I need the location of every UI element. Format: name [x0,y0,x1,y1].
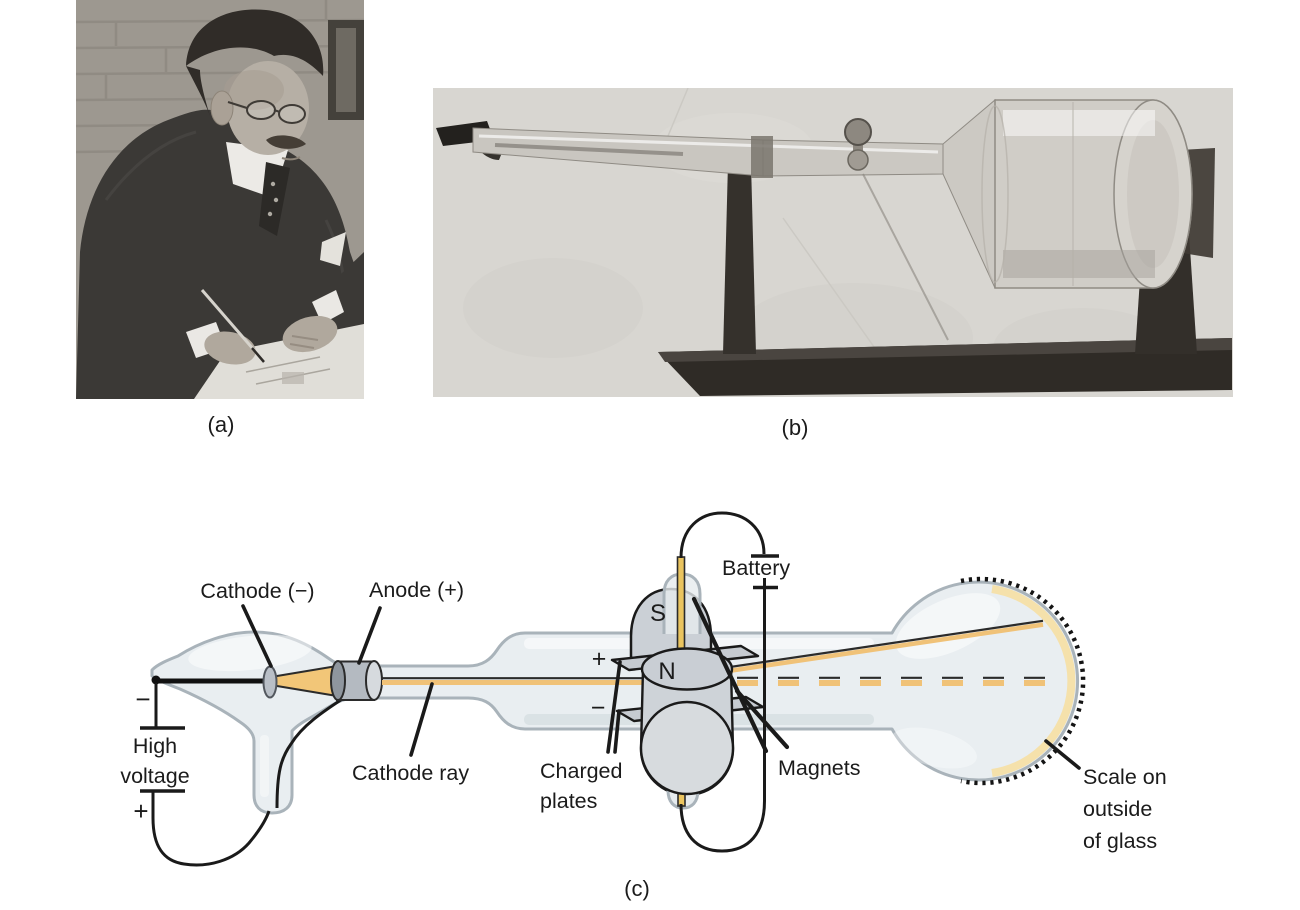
scale-band [991,585,1076,777]
magnets-label: Magnets [778,756,861,780]
caption-b: (b) [781,415,809,440]
caption-c: (c) [624,876,650,901]
head [186,9,324,161]
photo-jj-thomson-graphic [76,0,364,399]
cathode-ray-label: Cathode ray [352,761,470,785]
cathode-label: Cathode (−) [200,579,315,603]
battery-label: Battery [722,556,791,580]
undeflected-path-dashed [737,676,1053,686]
photo-jj-thomson [76,0,364,399]
pocket-square [320,232,346,266]
high-voltage-line2: voltage [120,764,190,788]
left-support [723,163,756,354]
cuff [312,290,344,324]
pen [200,289,256,351]
charged-plates-line1: Charged [540,759,623,783]
glasses [227,100,306,124]
picture-frame [328,20,364,120]
right-arm [282,252,364,353]
photo-original-tube-graphic [433,88,1233,397]
plate-plus-sign: + [591,645,607,673]
magnet-n-label: N [658,658,676,685]
stopcock [844,118,872,171]
magnet-s-pointer [691,596,769,754]
photo-original-tube [433,88,1233,397]
anode-pointer [357,606,382,665]
charged-plates-line2: plates [540,789,598,813]
hand [282,315,338,353]
ear [210,90,234,126]
cathode-pointer [241,604,273,668]
upper-electrode-wire [676,556,686,656]
hv-plus-sign: + [133,796,149,826]
charged-plates-label: Charged plates [540,756,622,816]
high-voltage-label: High voltage [105,731,205,791]
scale-dots [960,576,1086,786]
scale-pointer [1044,739,1081,770]
caption-a: (a) [207,412,235,437]
scale-line1: Scale on [1083,765,1167,789]
scale-line2: outside [1083,797,1153,821]
magnet-s-label: S [649,600,666,627]
mustache [266,135,306,149]
internal-lead-wire [275,694,348,809]
anode-label: Anode (+) [368,578,465,602]
deflected-beam [703,619,1044,677]
magnet-n-pole [639,647,735,810]
charged-plate-bottom-pointer [613,709,621,754]
high-voltage-line1: High [132,734,178,758]
cathode-disc [262,665,278,699]
scale-label: Scale on outside of glass [1083,761,1167,857]
tube-tip-seal [151,675,161,685]
hv-minus-sign: − [135,684,151,714]
scale-line3: of glass [1083,829,1158,853]
glass-tube [436,98,1193,341]
hair [186,9,324,77]
hand [204,331,256,365]
tie [259,162,290,236]
anode-cylinder [330,660,383,701]
cathode-ray-pointer [409,682,434,757]
plate-minus-sign: − [590,694,606,722]
charged-plate-top-pointer [606,660,622,754]
high-voltage-circuit [140,683,271,867]
battery-circuit [679,511,779,853]
writing-hand [186,289,265,365]
pointer-lines [241,596,1081,770]
magnet-n-pointer [734,688,790,750]
wooden-base [658,338,1232,396]
cathode-ray-beam [382,677,648,685]
magnet-n-front-face [639,700,735,796]
